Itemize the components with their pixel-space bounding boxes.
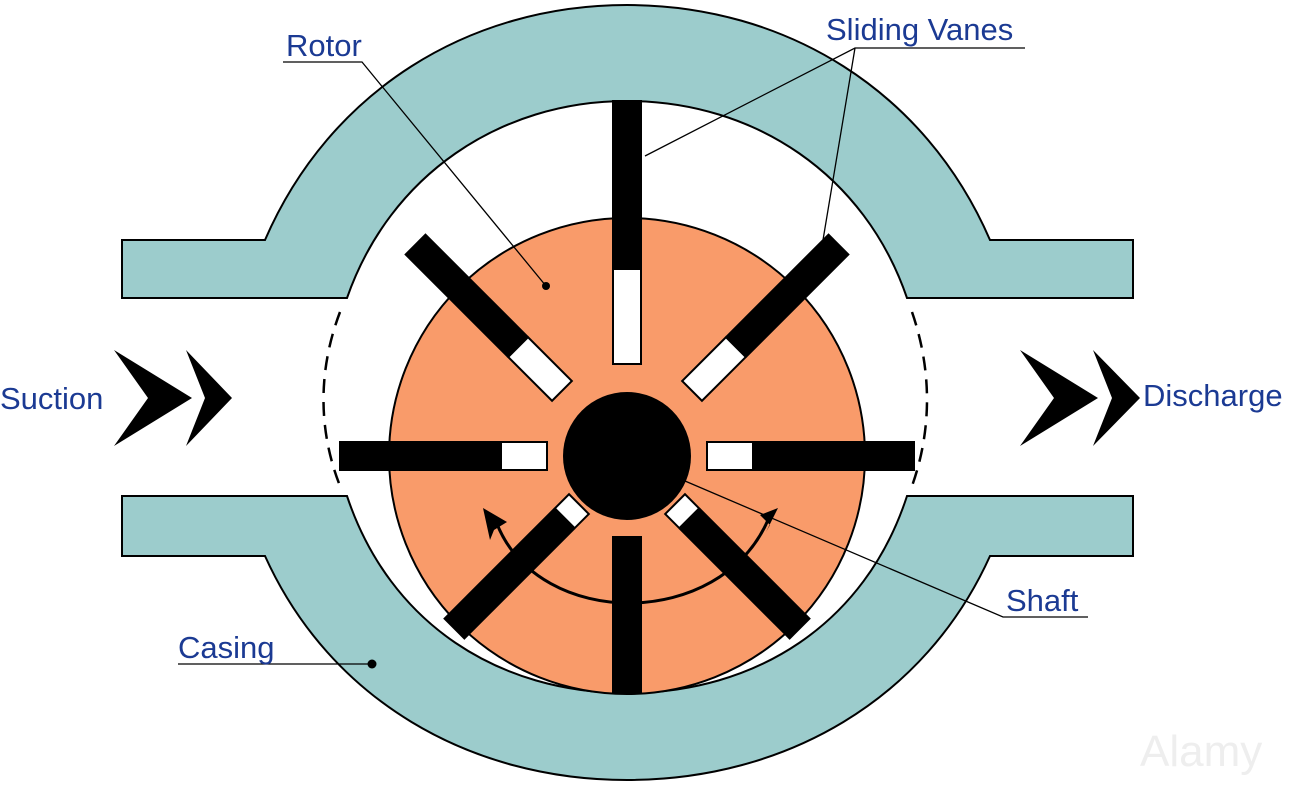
vane-body: [404, 233, 529, 358]
rotor-leader-dot: [542, 282, 550, 290]
vane-tip: [706, 441, 754, 471]
vane-body: [339, 441, 501, 471]
vane-tip: [500, 441, 548, 471]
sliding-vane: [443, 492, 591, 640]
vane-tip: [680, 335, 748, 403]
vane-body: [678, 507, 811, 640]
sliding-vanes-group: [339, 100, 915, 694]
vane-body: [725, 233, 850, 358]
label-rotor: Rotor: [286, 28, 362, 63]
chamber-dashed-left: [322, 311, 342, 487]
sliding-vane: [706, 441, 915, 471]
label-shaft: Shaft: [1006, 583, 1079, 618]
label-sliding-vanes: Sliding Vanes: [826, 12, 1013, 47]
label-casing: Casing: [178, 630, 275, 665]
shaft: [563, 392, 691, 520]
sliding-vane: [663, 492, 811, 640]
rotation-arrow-icon: [483, 508, 778, 540]
vane-body: [612, 536, 642, 694]
leader-lines: [178, 47, 1088, 665]
casing-body: [121, 3, 1134, 782]
vane-tip: [553, 492, 591, 530]
sliding-vane: [612, 536, 642, 694]
sliding-vane: [339, 441, 548, 471]
sliding-vane: [404, 233, 574, 403]
vane-tip: [506, 335, 574, 403]
watermark: Alamy: [1140, 727, 1262, 776]
vane-body: [753, 441, 915, 471]
suction-arrow-icon: [114, 350, 232, 446]
label-discharge: Discharge: [1143, 378, 1283, 413]
vane-tip: [663, 492, 701, 530]
discharge-arrow-icon: [1020, 350, 1140, 446]
sliding-vane: [680, 233, 850, 403]
label-suction: Suction: [0, 381, 103, 416]
sliding-vane: [612, 100, 642, 365]
vane-tip: [612, 268, 642, 365]
vane-body: [443, 507, 576, 640]
vane-body: [612, 100, 642, 269]
casing-leader-dot: [367, 659, 377, 669]
rotation-arc: [495, 519, 770, 605]
